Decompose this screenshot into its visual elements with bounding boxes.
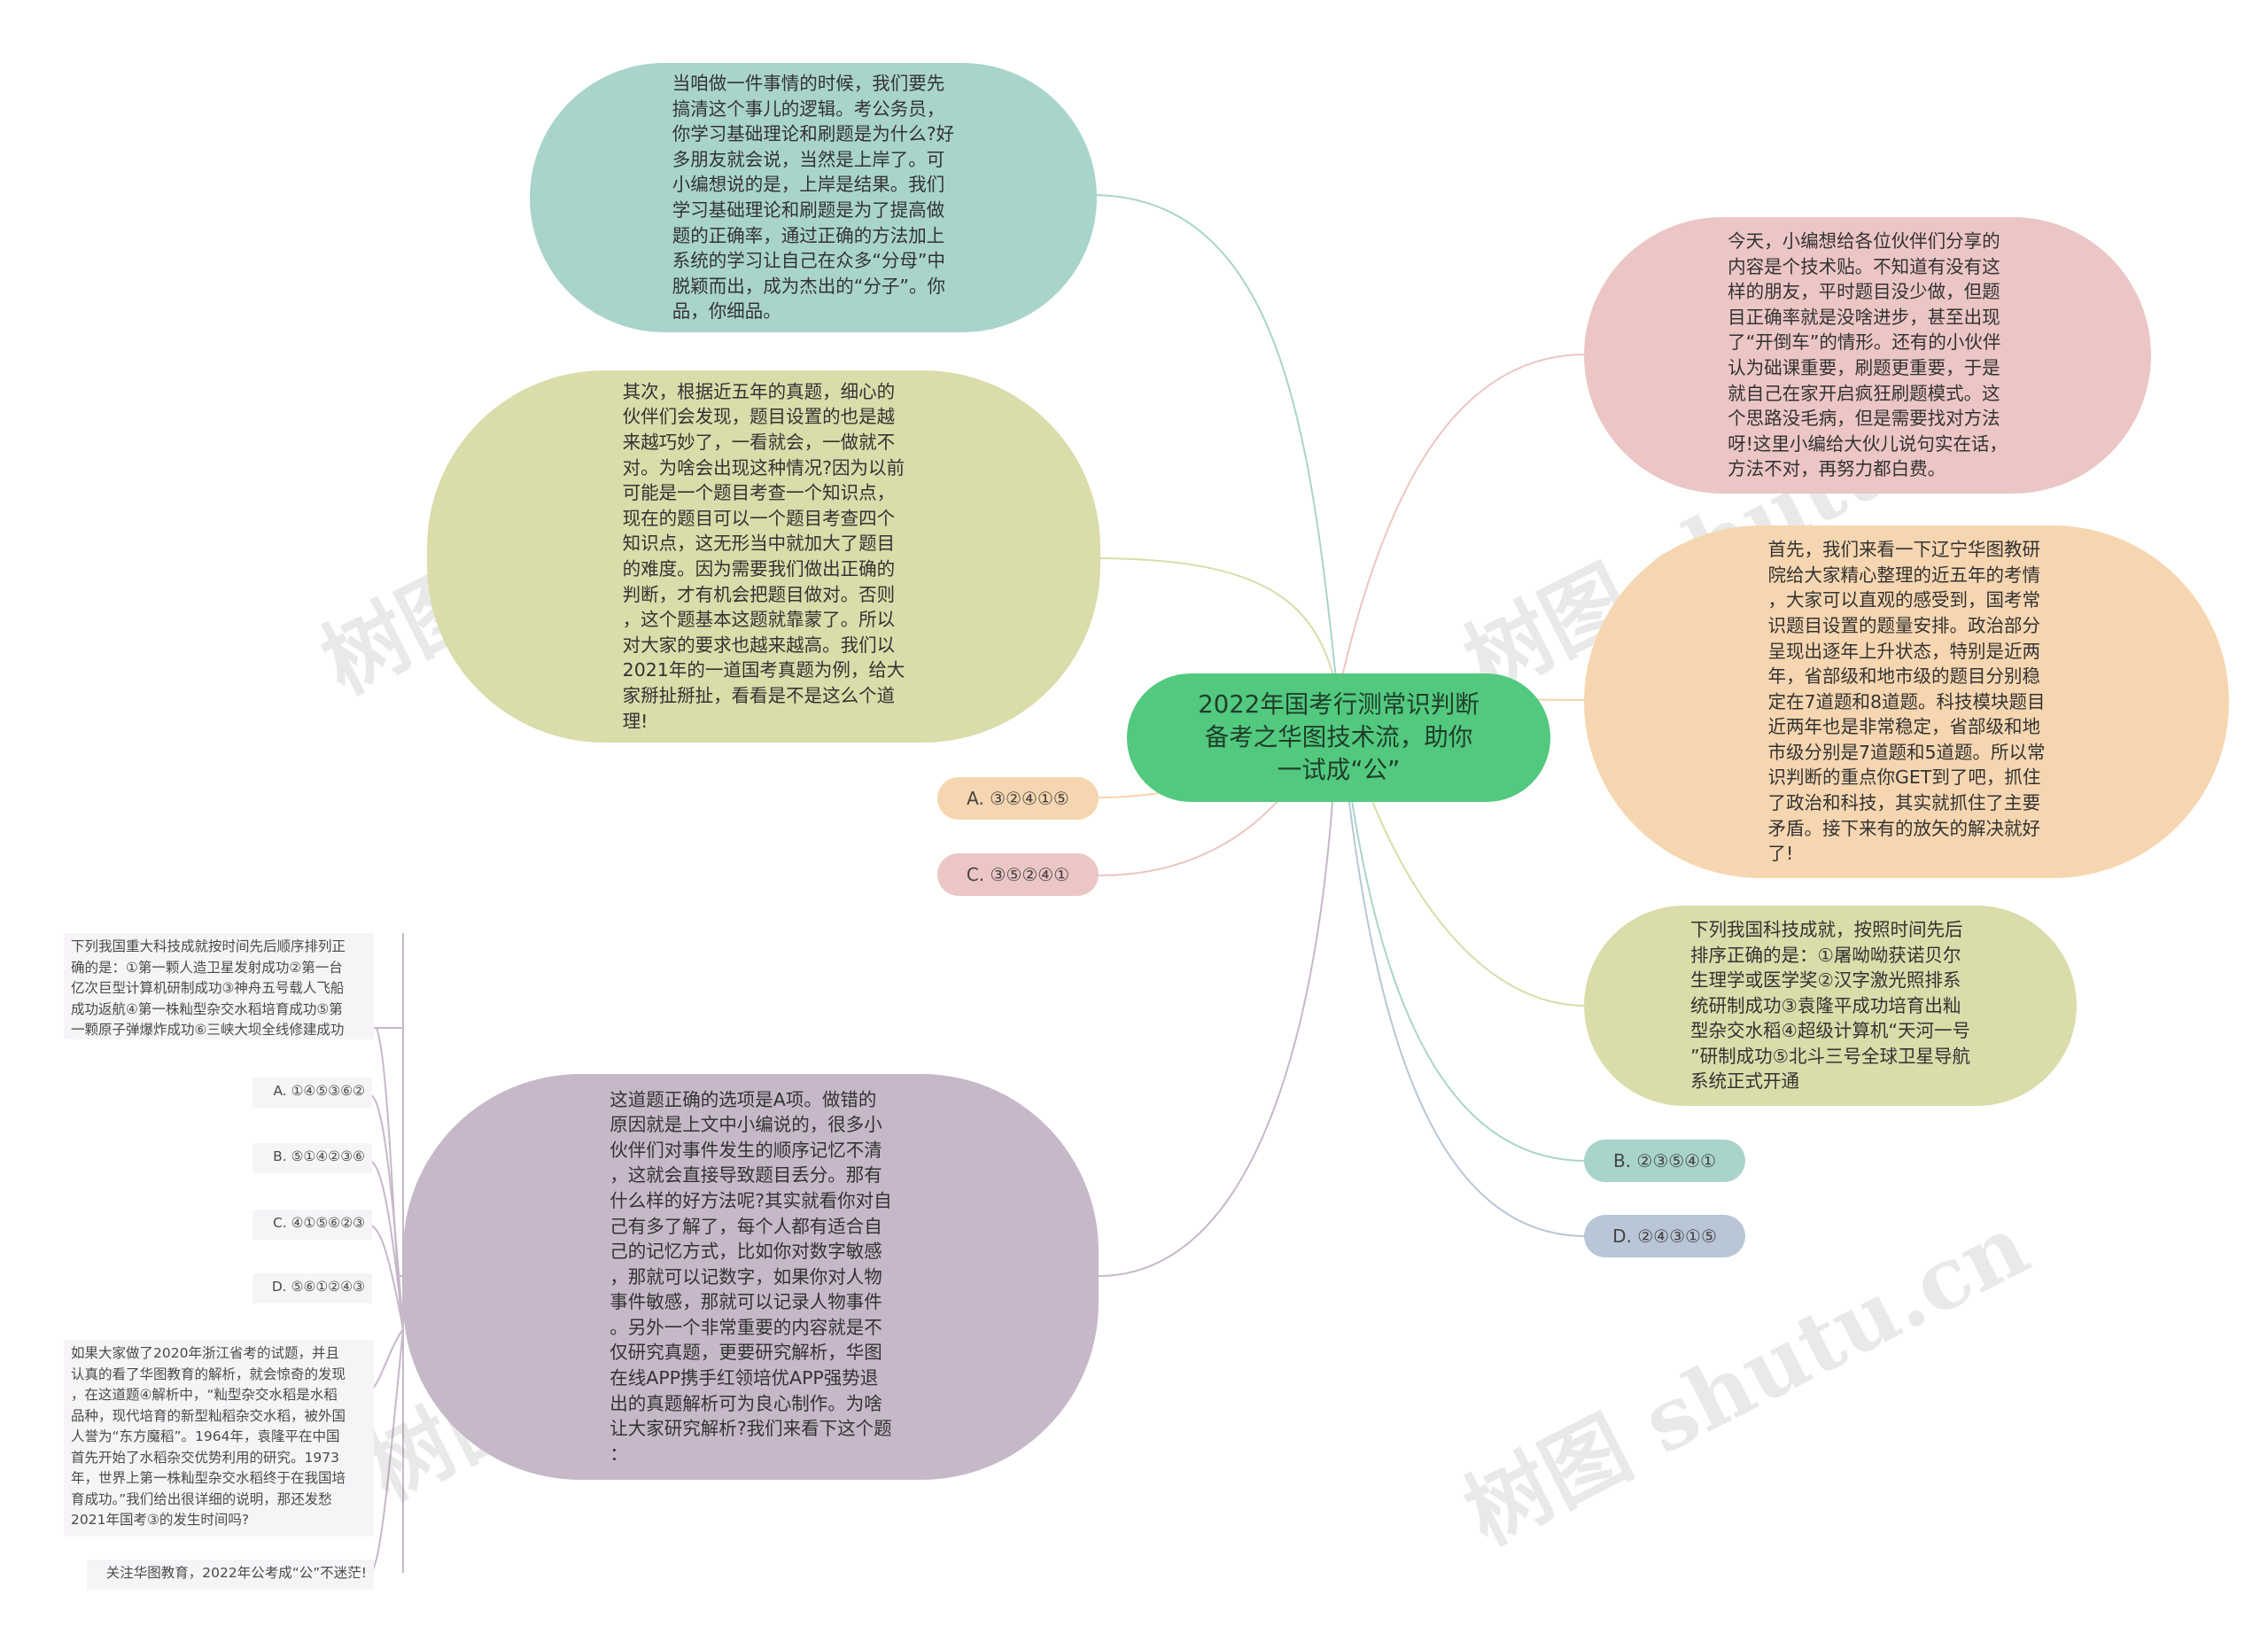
analysis-note-text: 首先，我们来看一下辽宁华图教研 院给大家精心整理的近五年的考情 ，大家可以直观的… [1767,539,2046,865]
option-d-label: D. ②④③①⑤ [1612,1226,1717,1247]
option-b-label: B. ②③⑤④① [1612,1150,1717,1171]
leaf-option-a[interactable]: A. ①④⑤③⑥② [252,1078,372,1108]
leaf-option-c[interactable]: C. ④①⑤⑥②③ [252,1210,372,1240]
option-a-pill[interactable]: A. ③②④①⑤ [937,777,1099,820]
analysis-note-bubble[interactable]: 首先，我们来看一下辽宁华图教研 院给大家精心整理的近五年的考情 ，大家可以直观的… [1584,525,2229,878]
leaf-question-text[interactable]: 下列我国重大科技成就按时间先后顺序排列正 确的是：①第一颗人造卫星发射成功②第一… [64,933,374,1039]
answer-note-bubble[interactable]: 这道题正确的选项是A项。做错的 原因就是上文中小编说的，很多小 伙伴们对事件发生… [403,1074,1099,1480]
intro-note-text: 今天，小编想给各位伙伴们分享的 内容是个技术贴。不知道有没有这 样的朋友，平时题… [1728,230,2008,480]
link-logic [1091,194,1339,696]
trend-note-text: 其次，根据近五年的真题，细心的 伙伴们会发现，题目设置的也是越 来越巧妙了，一看… [622,380,905,732]
option-b-pill[interactable]: B. ②③⑤④① [1584,1140,1745,1182]
central-topic[interactable]: 2022年国考行测常识判断 备考之华图技术流，助你 一试成“公” [1127,673,1550,802]
option-c-pill[interactable]: C. ③⑤②④① [937,853,1099,896]
link-opt-d [1337,695,1587,1237]
leaf-explanation[interactable]: 如果大家做了2020年浙江省考的试题，并且 认真的看了华图教育的解析，就会惊奇的… [64,1340,374,1537]
question-note-text: 下列我国科技成就，按照时间先后 排序正确的是：①屠呦呦获诺贝尔 生理学或医学奖②… [1690,918,1970,1093]
option-a-label: A. ③②④①⑤ [967,788,1069,809]
leaf-option-b[interactable]: B. ⑤①④②③⑥ [252,1143,372,1173]
link-intro [1337,354,1587,696]
leaf-option-d[interactable]: D. ⑤⑥①②④③ [252,1273,372,1303]
central-topic-text: 2022年国考行测常识判断 备考之华图技术流，助你 一试成“公” [1198,690,1480,784]
logic-note-text: 当咱做一件事情的时候，我们要先 搞清这个事儿的逻辑。考公务员， 你学习基础理论和… [672,73,955,323]
link-answer [1098,695,1339,1277]
intro-note-bubble[interactable]: 今天，小编想给各位伙伴们分享的 内容是个技术贴。不知道有没有这 样的朋友，平时题… [1584,217,2151,494]
link-trend [1094,557,1339,696]
leaf-follow-note[interactable]: 关注华图教育，2022年公考成“公”不迷茫! [87,1560,374,1590]
option-d-pill[interactable]: D. ②④③①⑤ [1584,1215,1745,1257]
option-c-label: C. ③⑤②④① [966,864,1070,885]
logic-note-bubble[interactable]: 当咱做一件事情的时候，我们要先 搞清这个事儿的逻辑。考公务员， 你学习基础理论和… [530,63,1097,332]
question-note-bubble[interactable]: 下列我国科技成就，按照时间先后 排序正确的是：①屠呦呦获诺贝尔 生理学或医学奖②… [1584,906,2077,1106]
answer-note-text: 这道题正确的选项是A项。做错的 原因就是上文中小编说的，很多小 伙伴们对事件发生… [610,1088,892,1465]
trend-note-bubble[interactable]: 其次，根据近五年的真题，细心的 伙伴们会发现，题目设置的也是越 来越巧妙了，一看… [427,370,1100,743]
